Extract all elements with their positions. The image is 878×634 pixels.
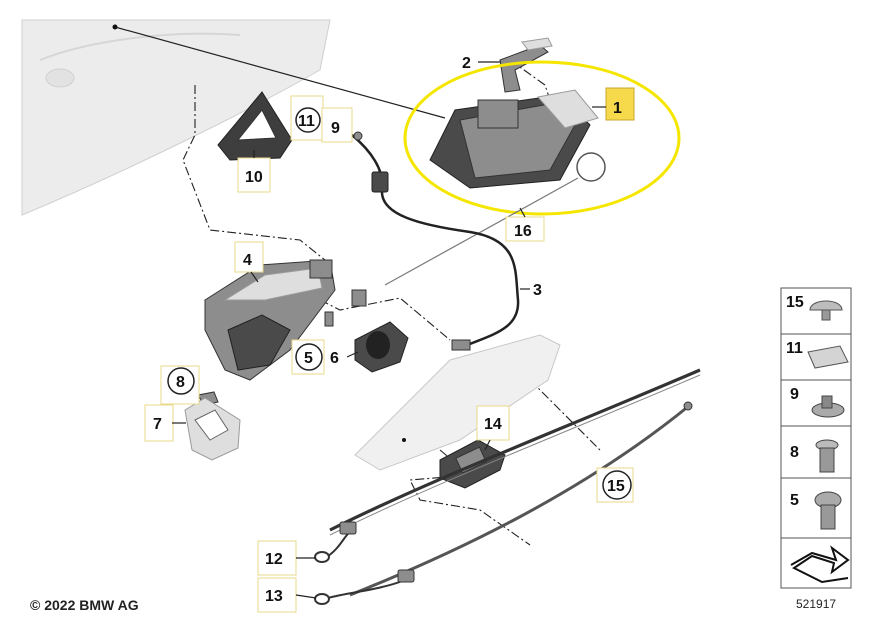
diagram-id: 521917 — [796, 597, 837, 611]
part-13-cable — [314, 569, 415, 605]
callout-circle-5 — [295, 343, 323, 371]
callout-7: 7 — [153, 416, 162, 433]
panel-recess — [45, 68, 75, 88]
callout-6: 6 — [330, 350, 339, 367]
highlight-ellipse — [403, 60, 681, 216]
callout-9: 9 — [331, 120, 340, 137]
callout-circle-8 — [167, 367, 195, 395]
connector-small — [351, 289, 367, 307]
part-7-striker — [184, 397, 241, 461]
side-part-15-icon — [809, 300, 843, 311]
callout-2: 2 — [462, 55, 471, 72]
callout-box-4 — [234, 241, 264, 273]
side-part-11-icon — [807, 345, 849, 369]
callout-3: 3 — [533, 282, 542, 299]
callout-box-16 — [505, 216, 545, 242]
assembly-line-b — [319, 297, 451, 341]
callout-11: 11 — [298, 113, 315, 130]
side-cell-arrow — [780, 537, 852, 589]
leader-dot — [112, 24, 118, 30]
leader-6 — [346, 351, 359, 358]
callout-12: 12 — [265, 551, 283, 568]
part-5-screw — [324, 311, 334, 327]
callout-13: 13 — [265, 588, 283, 605]
side-label-9: 9 — [790, 386, 799, 403]
callout-14: 14 — [484, 416, 502, 433]
side-label-8: 8 — [790, 444, 799, 461]
leader-4 — [250, 271, 259, 283]
side-part-15-stem — [821, 309, 831, 321]
callout-box-12 — [257, 540, 297, 576]
part-1-handle-module — [429, 89, 599, 189]
callout-16: 16 — [514, 223, 532, 240]
part-15-antenna-strips — [329, 368, 701, 597]
side-cell-8 — [780, 425, 852, 479]
side-part-5-icon — [820, 504, 836, 530]
callout-box-13 — [257, 577, 297, 613]
callout-1: 1 — [613, 100, 622, 117]
part-2-bracket — [499, 37, 553, 93]
leader-13 — [295, 594, 317, 599]
leader-16 — [519, 207, 526, 218]
leader-panel-1 — [114, 26, 446, 119]
assembly-line-a — [182, 85, 326, 261]
part-4-trunk-lock — [204, 259, 336, 381]
side-cell-5 — [780, 477, 852, 539]
leader-14 — [484, 439, 491, 451]
side-label-11: 11 — [786, 340, 803, 357]
side-part-8-icon — [819, 447, 835, 473]
panel-crease — [39, 32, 241, 61]
part-9-rivet — [353, 131, 363, 141]
callout-circle-15 — [602, 470, 632, 500]
part-3-wiring-harness — [351, 134, 520, 351]
part-6-actuator — [354, 321, 409, 373]
trunk-lid-panel — [21, 19, 331, 216]
callout-box-9 — [321, 107, 353, 143]
part-12-cable — [314, 521, 357, 563]
callout-15: 15 — [607, 478, 625, 495]
callout-4: 4 — [243, 252, 252, 269]
side-part-9-head — [821, 395, 833, 409]
side-label-15: 15 — [786, 294, 804, 311]
side-panel: 15 11 9 8 5 — [780, 287, 852, 589]
callout-box-14 — [476, 405, 510, 441]
side-arrow-icon — [790, 545, 850, 584]
callout-8: 8 — [176, 374, 185, 391]
part-16-release-cable — [384, 152, 606, 286]
callout-box-1 — [605, 87, 635, 121]
callout-5: 5 — [304, 350, 313, 367]
callout-10: 10 — [245, 169, 263, 186]
part-10-gasket — [217, 91, 293, 161]
trunk-trim-panel — [354, 334, 561, 471]
copyright-text: © 2022 BMW AG — [30, 597, 139, 613]
callout-circle-11 — [295, 107, 321, 133]
side-label-5: 5 — [790, 492, 799, 509]
